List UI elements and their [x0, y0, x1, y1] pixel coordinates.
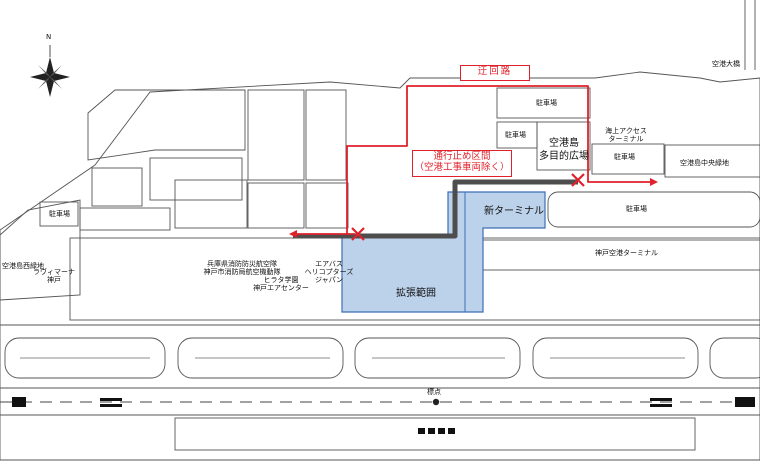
multi-purpose-line-2: 多目的広場: [539, 150, 589, 162]
airbus-line-1: エアバス: [315, 260, 343, 268]
closure-x-west: [351, 227, 365, 241]
expansion-area-label: 拡張範囲: [396, 288, 436, 299]
luvimana-label: ラヴィマーナ 神戸: [26, 268, 82, 284]
detour-label-box: 迂回路: [460, 65, 530, 81]
closure-label-line-2: （空港工事車両除く）: [414, 162, 510, 173]
parking-label-mid: 駐車場: [505, 131, 526, 139]
west-green-label: 空港島西緑地: [2, 262, 44, 270]
north-block: [87, 89, 246, 161]
parking-label-terminal: 駐車場: [626, 205, 647, 213]
block-c: [91, 167, 143, 207]
compass-north-label: N: [46, 33, 52, 41]
multi-purpose-box: [536, 121, 591, 171]
airbus-line-2: ヘリコプターズ: [304, 268, 354, 277]
hirata-line-2: 神戸エアセンター: [253, 284, 309, 293]
lower-marking-3: [438, 428, 445, 434]
block-h: [79, 207, 171, 231]
parking-ne-box: [496, 87, 591, 119]
kobe-terminal-label: 神戸空港ターミナル: [595, 249, 658, 257]
lower-marking-2: [428, 428, 435, 434]
compass-rose-icon: [30, 45, 70, 97]
block-e: [174, 179, 248, 229]
runway-marking-4: [650, 404, 672, 407]
new-terminal-label: 新ターミナル: [484, 206, 544, 217]
sea-access-line-1: 海上アクセス: [605, 127, 647, 135]
luvimana-line-1: ラヴィマーナ: [33, 268, 75, 276]
block-g: [305, 182, 349, 229]
runway-threshold-right: [735, 397, 755, 407]
taxiway-bay-3: [354, 337, 521, 379]
fire-aviation-line-1: 兵庫県消防防災航空隊: [207, 260, 277, 268]
sea-access-label: 海上アクセス ターミナル: [598, 127, 654, 143]
bridge-road: [744, 0, 756, 70]
reference-point-label: 標点: [427, 388, 441, 396]
parking-label-ne: 駐車場: [536, 99, 557, 107]
taxiway-bay-2: [177, 337, 344, 379]
lower-marking-1: [418, 428, 425, 434]
sea-access-line-2: ターミナル: [608, 135, 644, 144]
taxiway-bay-1: [4, 337, 166, 379]
runway-marking-1: [100, 398, 122, 401]
block-b: [305, 89, 347, 181]
parking-label-west: 駐車場: [49, 210, 70, 218]
block-f: [247, 182, 305, 229]
closure-label-box: 通行止め区間 （空港工事車両除く）: [412, 150, 512, 177]
airbus-line-3: ジャパン: [315, 276, 343, 285]
runway-marking-3: [650, 398, 672, 401]
runway-threshold-left: [12, 397, 26, 407]
expansion-area: [341, 191, 546, 313]
central-green-box: [664, 144, 760, 178]
west-green-area: [0, 199, 81, 301]
detour-route: [346, 85, 650, 235]
reference-point-marker: [432, 398, 440, 406]
airbus-label: エアバス ヘリコプターズ ジャパン: [298, 260, 360, 284]
fire-aviation-line-2: 神戸市消防局航空機動隊: [203, 268, 281, 277]
detour-label: 迂回路: [477, 66, 513, 77]
multi-purpose-line-1: 空港島: [549, 138, 579, 149]
multi-purpose-label: 空港島 多目的広場: [537, 138, 591, 163]
detour-arrowhead-right: [650, 178, 658, 186]
hirata-line-1: ヒラタ学園: [263, 276, 299, 284]
taxiway-bay-4: [532, 337, 699, 379]
closed-section-road: [293, 179, 578, 239]
block-a: [247, 89, 305, 181]
closure-x-east: [571, 173, 585, 187]
lower-marking-4: [448, 428, 455, 434]
detour-arrowhead-left: [289, 230, 297, 238]
closure-label-line-1: 通行止め区間: [433, 151, 491, 162]
parking-east-box: [591, 143, 665, 175]
lower-apron: [174, 417, 696, 451]
taxiway-bay-5: [709, 337, 760, 379]
luvimana-line-2: 神戸: [47, 276, 61, 285]
airport-bridge-label: 空港大橋: [712, 60, 740, 68]
block-d: [149, 157, 243, 201]
parking-label-east: 駐車場: [614, 153, 635, 161]
central-green-label: 空港島中央緑地: [680, 159, 729, 167]
parking-west-box: [39, 201, 79, 227]
hirata-label: ヒラタ学園 神戸エアセンター: [248, 276, 314, 292]
parking-terminal-box: [547, 191, 760, 228]
runway-marking-2: [100, 404, 122, 407]
fire-aviation-label: 兵庫県消防防災航空隊 神戸市消防局航空機動隊: [196, 260, 288, 276]
